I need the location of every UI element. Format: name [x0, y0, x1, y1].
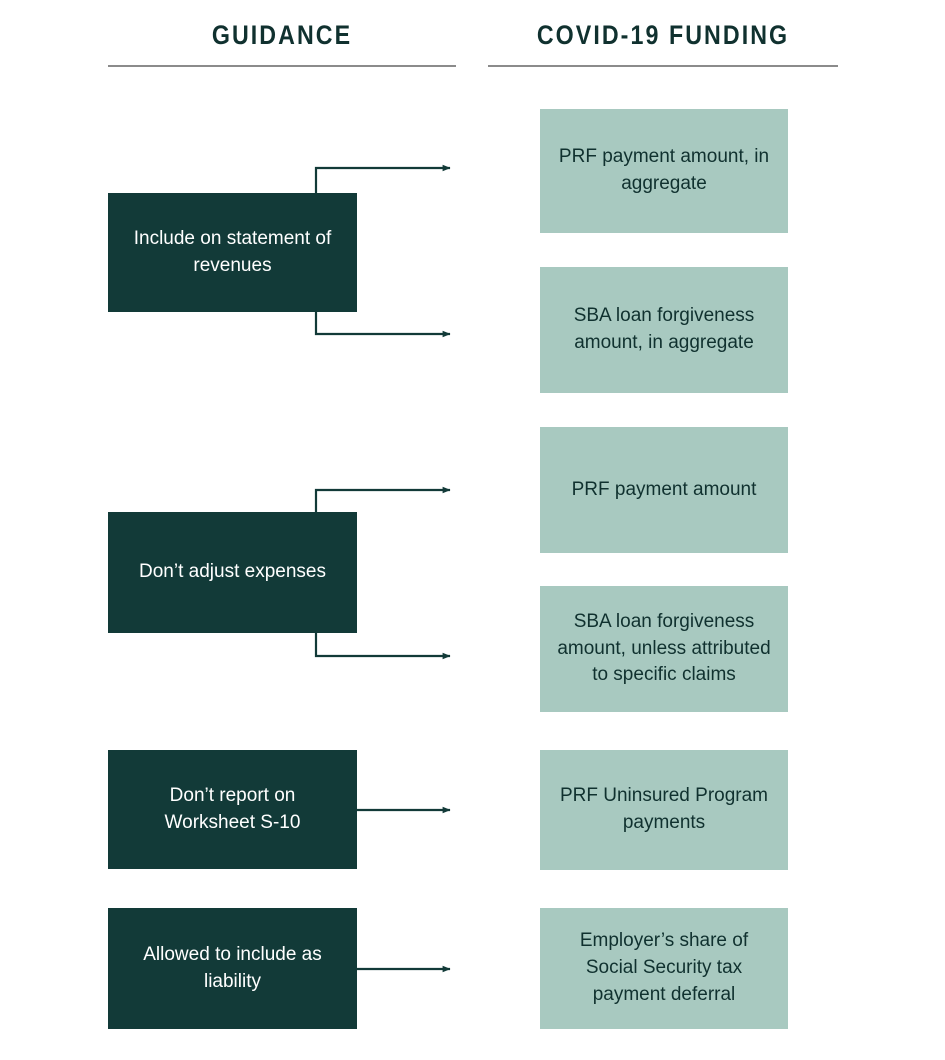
connector-adjust-to-sba-unless — [314, 633, 451, 660]
column-divider-guidance — [108, 65, 456, 67]
funding-box-label: PRF payment amount, in aggregate — [558, 146, 770, 194]
funding-box-employers-share-of-social-security-tax-deferral[interactable]: Employer’s share of Social Security tax … — [540, 908, 788, 1029]
guidance-box-label: Allowed to include as liability — [143, 943, 322, 992]
funding-box-label: PRF Uninsured Program payments — [559, 785, 769, 833]
funding-box-label: Employer’s share of Social Security tax … — [579, 930, 749, 1005]
funding-box-sba-loan-forgiveness-amount-in-aggregate[interactable]: SBA loan forgiveness amount, in aggregat… — [540, 267, 788, 393]
funding-box-label: SBA loan forgiveness amount, unless attr… — [557, 610, 771, 686]
funding-box-prf-payment-amount[interactable]: PRF payment amount — [540, 427, 788, 553]
funding-box-label: PRF payment amount — [571, 478, 757, 500]
connector-include-to-sba-agg — [314, 312, 451, 338]
guidance-box-dont-report-on-worksheet-s10[interactable]: Don’t report on Worksheet S-10 — [108, 750, 357, 869]
connector-include-to-prf-agg — [314, 164, 451, 193]
connector-adjust-to-prf-amount — [314, 486, 451, 512]
guidance-box-label: Don’t report on Worksheet S-10 — [164, 784, 301, 833]
funding-box-prf-payment-amount-in-aggregate[interactable]: PRF payment amount, in aggregate — [540, 109, 788, 233]
guidance-box-dont-adjust-expenses[interactable]: Don’t adjust expenses — [108, 512, 357, 633]
funding-box-label: SBA loan forgiveness amount, in aggregat… — [573, 305, 755, 353]
guidance-box-label: Include on statement of revenues — [133, 227, 332, 276]
column-header-covid-funding: COVID-19 FUNDING — [536, 20, 790, 50]
column-header-guidance: GUIDANCE — [211, 20, 353, 50]
funding-box-sba-loan-forgiveness-amount-unless-attributed[interactable]: SBA loan forgiveness amount, unless attr… — [540, 586, 788, 712]
column-divider-covid-funding — [488, 65, 838, 67]
guidance-box-allowed-to-include-as-liability[interactable]: Allowed to include as liability — [108, 908, 357, 1029]
guidance-box-include-on-statement-of-revenues[interactable]: Include on statement of revenues — [108, 193, 357, 312]
funding-box-prf-uninsured-program-payments[interactable]: PRF Uninsured Program payments — [540, 750, 788, 870]
guidance-box-label: Don’t adjust expenses — [139, 561, 326, 583]
